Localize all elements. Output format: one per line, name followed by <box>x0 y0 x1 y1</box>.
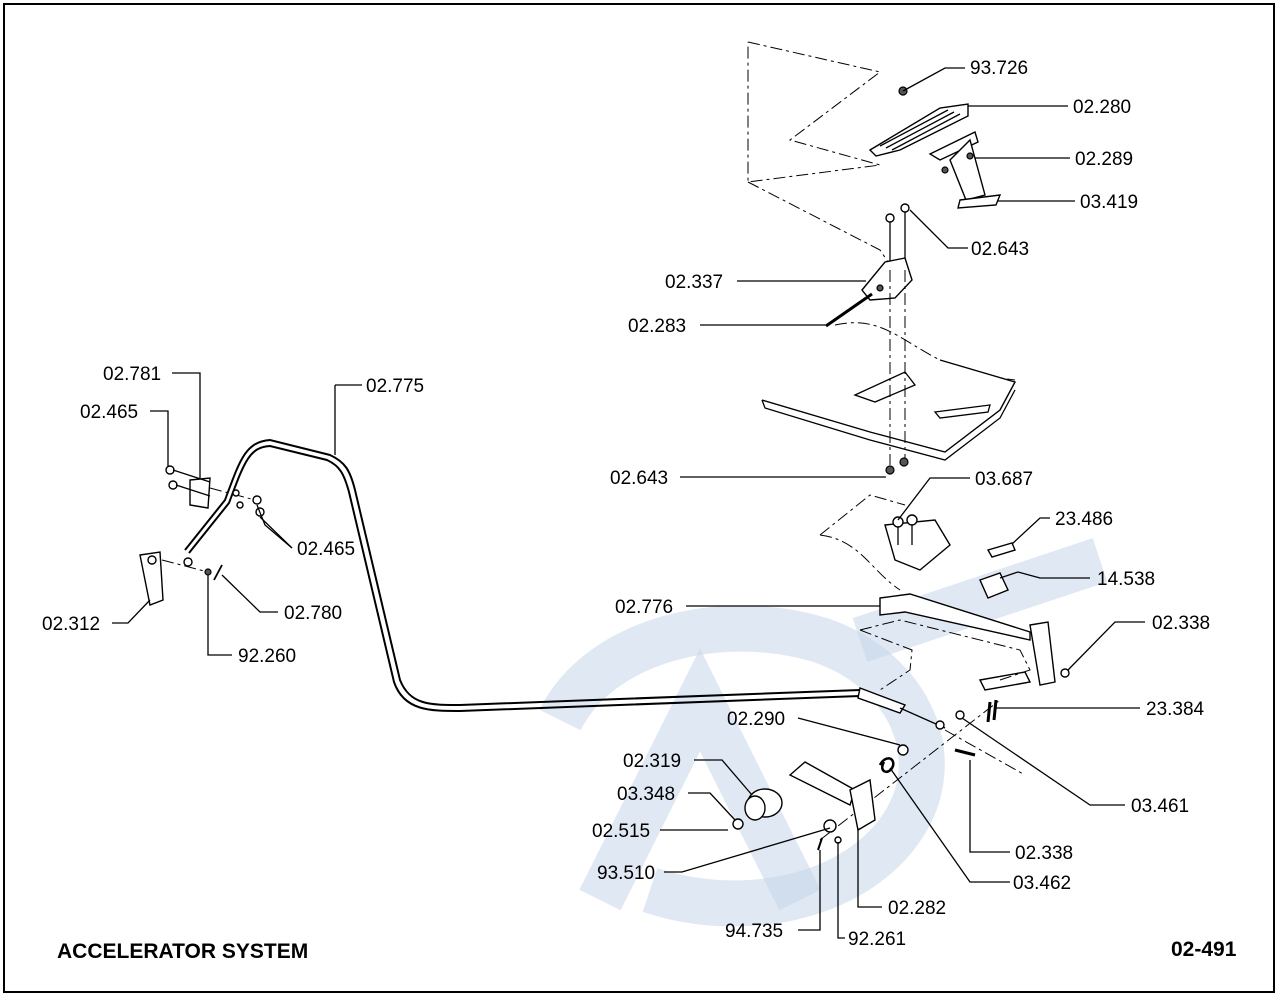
cable-end-rod <box>857 687 946 730</box>
label-02-312: 02.312 <box>42 614 100 635</box>
label-02-338-bottom: 02.338 <box>1015 843 1073 864</box>
label-23-486: 23.486 <box>1055 509 1113 530</box>
label-02-289: 02.289 <box>1075 149 1133 170</box>
label-93-510: 93.510 <box>597 863 655 884</box>
label-02-290: 02.290 <box>727 709 785 730</box>
label-02-319: 02.319 <box>623 751 681 772</box>
leader-lines <box>112 67 1145 939</box>
label-02-781: 02.781 <box>103 364 161 385</box>
pedal-02-280 <box>868 86 969 157</box>
label-14-538: 14.538 <box>1097 569 1155 590</box>
label-02-643-top: 02.643 <box>971 239 1029 260</box>
label-02-338-right: 02.338 <box>1152 613 1210 634</box>
label-92-261: 92.261 <box>848 929 906 950</box>
label-02-282: 02.282 <box>888 898 946 919</box>
label-94-735: 94.735 <box>725 921 783 942</box>
label-02-280: 02.280 <box>1073 97 1131 118</box>
throttle-bracket <box>165 465 265 517</box>
pin-23-384 <box>986 699 998 723</box>
label-02-465-bottom: 02.465 <box>297 539 355 560</box>
label-03-419: 03.419 <box>1080 192 1138 213</box>
floor-plate-outline <box>747 41 891 266</box>
watermark <box>539 538 1108 927</box>
label-02-776: 02.776 <box>615 597 673 618</box>
pivot-bracket-02-337 <box>861 257 913 301</box>
label-02-337: 02.337 <box>665 272 723 293</box>
label-03-461: 03.461 <box>1131 796 1189 817</box>
throttle-lever-02-312 <box>139 551 223 606</box>
mount-plate <box>819 494 951 591</box>
lever-assembly <box>732 699 1026 851</box>
cable-02-775 <box>184 438 861 713</box>
label-93-726: 93.726 <box>970 58 1028 79</box>
label-02-283: 02.283 <box>628 316 686 337</box>
pin-02-283 <box>825 292 873 328</box>
diagram-title: ACCELERATOR SYSTEM <box>57 940 308 963</box>
label-02-643-bottom: 02.643 <box>610 468 668 489</box>
switch-14-538 <box>979 571 1019 599</box>
label-03-348: 03.348 <box>617 784 675 805</box>
label-02-775: 02.775 <box>366 376 424 397</box>
page-frame <box>3 3 1275 993</box>
pedal-arm-03-419 <box>928 131 1002 209</box>
part-labels: 93.726 02.280 02.289 03.419 02.643 02.33… <box>42 58 1210 950</box>
floor-pan <box>761 270 1017 475</box>
label-03-687: 03.687 <box>975 469 1033 490</box>
page-number: 02-491 <box>1171 938 1237 961</box>
switch-23-486 <box>986 542 1016 558</box>
label-23-384: 23.384 <box>1146 699 1205 720</box>
label-92-260: 92.260 <box>238 646 296 667</box>
label-02-515: 02.515 <box>592 821 650 842</box>
bracket-02-776 <box>859 593 1070 691</box>
label-03-462: 03.462 <box>1013 873 1071 894</box>
label-02-780: 02.780 <box>284 603 342 624</box>
label-02-465-top: 02.465 <box>80 402 138 423</box>
